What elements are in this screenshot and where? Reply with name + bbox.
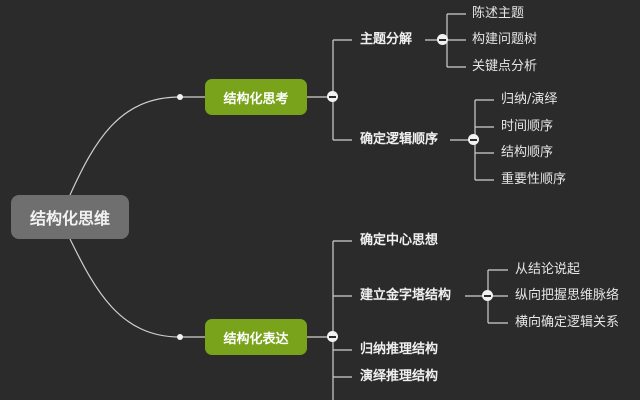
collapse-icon[interactable] (482, 290, 493, 301)
leaf-node[interactable]: 结构顺序 (501, 145, 554, 160)
branch-node-structured-thinking[interactable]: 结构化思考 (205, 79, 307, 115)
branch-node-structured-expression[interactable]: 结构化表达 (205, 319, 307, 355)
leaf-node[interactable]: 从结论说起 (515, 262, 581, 277)
collapse-icon[interactable] (327, 331, 338, 342)
leaf-node[interactable]: 关键点分析 (472, 59, 538, 74)
leaf-node[interactable]: 纵向把握思维脉络 (515, 288, 620, 303)
topic-node[interactable]: 确定逻辑顺序 (360, 132, 439, 147)
root-node[interactable]: 结构化思维 (11, 195, 129, 239)
topic-node[interactable]: 演绎推理结构 (360, 369, 439, 384)
leaf-node[interactable]: 构建问题树 (472, 32, 538, 47)
leaf-node[interactable]: 横向确定逻辑关系 (515, 315, 620, 330)
collapse-icon[interactable] (327, 91, 338, 102)
collapse-icon[interactable] (468, 134, 479, 145)
leaf-node[interactable]: 归纳/演绎 (501, 92, 558, 107)
leaf-node[interactable]: 陈述主题 (472, 6, 525, 21)
topic-node[interactable]: 归纳推理结构 (360, 342, 439, 357)
topic-node[interactable]: 主题分解 (360, 32, 413, 47)
leaf-node[interactable]: 重要性顺序 (501, 172, 567, 187)
leaf-node[interactable]: 时间顺序 (501, 119, 554, 134)
topic-node[interactable]: 确定中心思想 (360, 233, 439, 248)
topic-node[interactable]: 建立金字塔结构 (360, 288, 452, 303)
collapse-icon[interactable] (437, 34, 448, 45)
